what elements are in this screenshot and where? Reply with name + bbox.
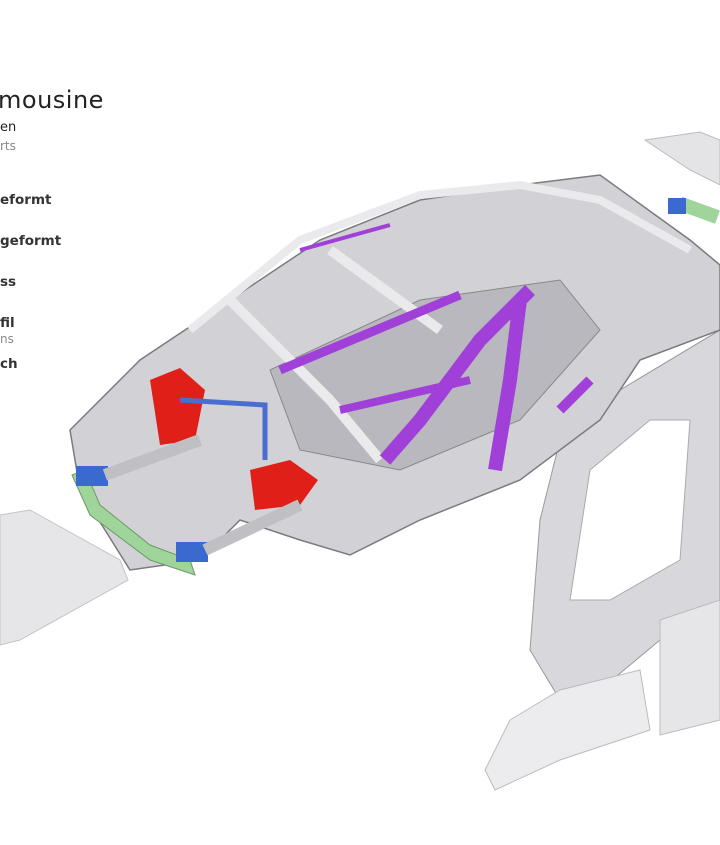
front-fender-panel xyxy=(0,509,129,646)
floor-crossmember-purple xyxy=(339,376,471,414)
rear-crash-box-blue xyxy=(668,198,686,214)
roof-frame-purple xyxy=(299,223,391,252)
door-panel-rear xyxy=(659,599,720,736)
a-pillar xyxy=(226,296,384,464)
strut-brace-blue xyxy=(179,397,268,460)
crash-box-left-blue xyxy=(76,466,108,486)
legend-item-1: eformt xyxy=(0,192,52,208)
legend-item-4: fil xyxy=(0,315,15,331)
shock-tower-left-red xyxy=(150,368,205,445)
subtitle-line-1: en xyxy=(0,120,17,135)
tunnel-purple xyxy=(278,290,462,375)
legend-item-5: ch xyxy=(0,356,18,372)
roof-rail xyxy=(187,180,692,334)
front-longitudinal-right xyxy=(202,499,303,556)
door-panel-front xyxy=(484,669,651,791)
page-title: mousine xyxy=(0,86,104,114)
legend-item-3: ss xyxy=(0,274,17,290)
side-frame-cutout xyxy=(569,419,691,601)
roof-panel xyxy=(643,131,720,186)
cross-beam xyxy=(327,245,443,335)
subtitle-line-2: rts xyxy=(0,139,16,153)
crash-box-right-blue xyxy=(176,542,208,562)
legend-item-2: geformt xyxy=(0,233,62,249)
rear-member-purple xyxy=(556,376,594,414)
b-pillar-purple xyxy=(379,285,535,465)
b-pillar-lower-purple xyxy=(488,299,527,472)
rear-bumper-green xyxy=(677,196,720,224)
legend-item-4-note: ns xyxy=(0,332,14,346)
shock-tower-right-red xyxy=(250,460,318,510)
front-longitudinal xyxy=(102,434,203,481)
